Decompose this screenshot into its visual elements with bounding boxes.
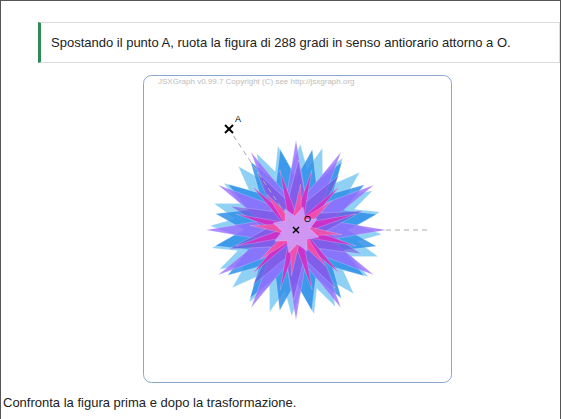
point-o-cross <box>293 227 299 233</box>
point-label: O <box>304 214 311 225</box>
rosette-layer <box>250 184 342 276</box>
board-watermark: JSXGraph v0.99.7 Copyright (C) see http:… <box>158 77 355 87</box>
point-a-cross <box>225 125 233 133</box>
instruction-text: Spostando il punto A, ruota la figura di… <box>51 35 549 51</box>
rosette-layer <box>236 170 356 290</box>
rosette-layer <box>273 207 319 253</box>
instruction-box: Spostando il punto A, ruota la figura di… <box>38 22 560 63</box>
footer-note: Confronta la figura prima e dopo la tras… <box>3 395 296 411</box>
board-frame <box>144 76 452 383</box>
rosette-figure <box>206 140 386 320</box>
point-label: A <box>235 114 241 125</box>
rotation-ray <box>229 129 296 230</box>
rosette-layer <box>206 140 386 320</box>
rosette-layer <box>229 160 364 300</box>
